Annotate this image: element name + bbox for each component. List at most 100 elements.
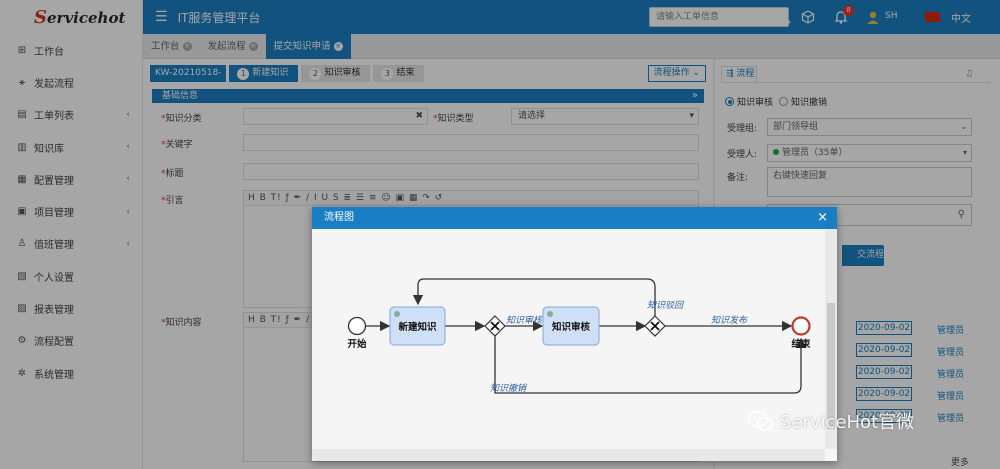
intro-editor-toolbar[interactable]: H B T! ƒ ✒ / I U S ≣ ☰ ≡ ☺ ▣ ▦ ↷ ↺ [244, 191, 698, 206]
cube-icon[interactable] [800, 9, 816, 25]
assignee-select[interactable]: 管理员（35单）▾ [767, 144, 972, 162]
submit-flow-button[interactable]: 交流程 ⌄ [842, 245, 884, 281]
sidebar-item-label: 报表管理 [34, 305, 74, 317]
node-review-knowledge[interactable] [542, 306, 600, 346]
edge-return-label: 知识驳回 [647, 300, 685, 311]
watermark: ServiceHot官微 [748, 408, 914, 434]
search-icon[interactable]: ⚲ [957, 209, 965, 220]
sidebar-item-3[interactable]: ▥知识库‹ [0, 131, 142, 163]
sidebar: Servicehot ⊞工作台 ⚹ 发起流程 ▤工单列表‹▥知识库‹▦配置管理‹▣项目… [0, 0, 143, 469]
flow-ops-label: 流程操作 [653, 68, 690, 78]
top-header: ☰ IT服务管理平台 请输入工单信息 8 SH 中文 [143, 0, 1000, 34]
logo-initial: S [34, 6, 47, 28]
bell-outline-icon[interactable]: ♫ [965, 69, 974, 79]
note-value: 右键快速回复 [773, 171, 828, 181]
node1-label: 新建知识 [398, 321, 437, 333]
sidebar-item-6[interactable]: ♙值班管理‹ [0, 228, 142, 260]
sidebar-item-1[interactable]: ⚹ 发起流程 [0, 66, 142, 98]
tab-label: 工作台 [151, 41, 180, 52]
history-user[interactable]: 管理员 [937, 392, 965, 402]
sidebar-item-label: 发起流程 [34, 78, 74, 90]
step-3-label: 结束 [396, 68, 415, 78]
content-label: *知识内容 [161, 318, 202, 328]
avatar[interactable] [865, 9, 881, 25]
history-user[interactable]: 管理员 [937, 370, 965, 380]
sidebar-item-8[interactable]: ▨报表管理 [0, 292, 142, 324]
radio-review[interactable] [725, 97, 734, 106]
more-link[interactable]: 更多 [951, 458, 970, 468]
history-date: 2020-09-02 [856, 387, 912, 401]
chevron-left-icon: ‹ [126, 174, 130, 185]
sidebar-item-label: 流程配置 [34, 337, 74, 349]
tab-1[interactable]: 发起流程× [200, 34, 266, 59]
sidebar-item-label: 知识库 [34, 143, 64, 155]
flow-ops-button[interactable]: 流程操作 ⌄ [647, 65, 706, 82]
history-date: 2020-09-02 [856, 365, 912, 379]
step-3-number: 3 [381, 67, 394, 80]
tab-label: 发起流程 [207, 41, 246, 52]
section-title: 基础信息 [162, 91, 199, 101]
type-label: *知识类型 [433, 114, 474, 124]
radio-revoke-label: 知识撤销 [791, 98, 828, 108]
search-icon[interactable] [776, 9, 792, 25]
type-select[interactable]: 请选择▾ [511, 108, 699, 125]
close-icon[interactable]: × [182, 42, 192, 51]
tab-2[interactable]: 提交知识申请× [265, 34, 351, 59]
user-name[interactable]: SH [885, 11, 898, 21]
step-1-number: 1 [237, 67, 250, 80]
close-icon[interactable]: × [817, 210, 828, 225]
flag-icon[interactable] [925, 12, 940, 22]
history-date: 2020-09-02 [856, 409, 912, 423]
search-input[interactable]: 请输入工单信息 [649, 7, 789, 27]
vertical-scrollbar[interactable] [825, 229, 837, 449]
process-tab-label: 流程 [736, 69, 755, 79]
history-user[interactable]: 管理员 [937, 348, 965, 358]
ticket-id: KW-20210518- [150, 65, 227, 82]
sidebar-item-4[interactable]: ▦配置管理‹ [0, 163, 142, 195]
clear-icon[interactable]: ✖ [415, 111, 423, 121]
sidebar-item-0[interactable]: ⊞工作台 [0, 34, 142, 66]
note-label: 备注: [727, 173, 749, 183]
end-label: 结束 [790, 338, 811, 350]
edge-revoke [494, 336, 807, 394]
title-input[interactable] [243, 163, 699, 180]
sidebar-item-5[interactable]: ▣项目管理‹ [0, 195, 142, 227]
online-dot [773, 149, 779, 155]
collapse-icon[interactable]: » [691, 90, 698, 101]
category-label-text: 知识分类 [165, 114, 202, 124]
horizontal-scrollbar[interactable] [312, 449, 825, 461]
submit-flow-label: 交流程 [856, 250, 884, 260]
category-input[interactable]: ✖ [243, 108, 428, 125]
history-user[interactable]: 管理员 [937, 326, 965, 336]
flow-icon: ⚹ [19, 76, 25, 88]
scroll-thumb[interactable] [827, 303, 835, 429]
intro-label-text: 引言 [165, 196, 184, 206]
group-select[interactable]: 部门领导组⌄ [767, 118, 972, 136]
sidebar-item-7[interactable]: ▧个人设置 [0, 260, 142, 292]
close-icon[interactable]: × [333, 42, 343, 51]
gear-icon: ⚙ [17, 335, 27, 347]
bell-icon[interactable] [833, 9, 849, 25]
sidebar-menu: ⊞工作台 ⚹ 发起流程 ▤工单列表‹▥知识库‹▦配置管理‹▣项目管理‹♙值班管理‹▧个… [0, 34, 142, 389]
start-event [347, 316, 367, 336]
radio-revoke[interactable] [779, 97, 789, 106]
tab-0[interactable]: 工作台× [143, 34, 200, 59]
node-create-knowledge[interactable] [389, 306, 446, 346]
hamburger-icon[interactable]: ☰ [155, 9, 168, 25]
language-selector[interactable]: 中文 [951, 14, 971, 25]
wechat-icon [748, 410, 774, 431]
edge-return [412, 278, 656, 316]
sidebar-item-2[interactable]: ▤工单列表‹ [0, 99, 142, 131]
type-label-text: 知识类型 [437, 114, 474, 124]
keyword-input[interactable] [243, 134, 699, 151]
history-user[interactable]: 管理员 [937, 414, 965, 424]
group-label: 受理组: [727, 124, 758, 134]
sidebar-item-10[interactable]: ✲系统管理 [0, 357, 142, 389]
sidebar-item-9[interactable]: ⚙ 流程配置 [0, 325, 142, 357]
note-textarea[interactable]: 右键快速回复 [767, 167, 972, 197]
edge-revoke-label: 知识撤销 [490, 383, 528, 394]
logo-rest: ervicehot [47, 8, 126, 27]
close-icon[interactable]: × [248, 42, 258, 51]
